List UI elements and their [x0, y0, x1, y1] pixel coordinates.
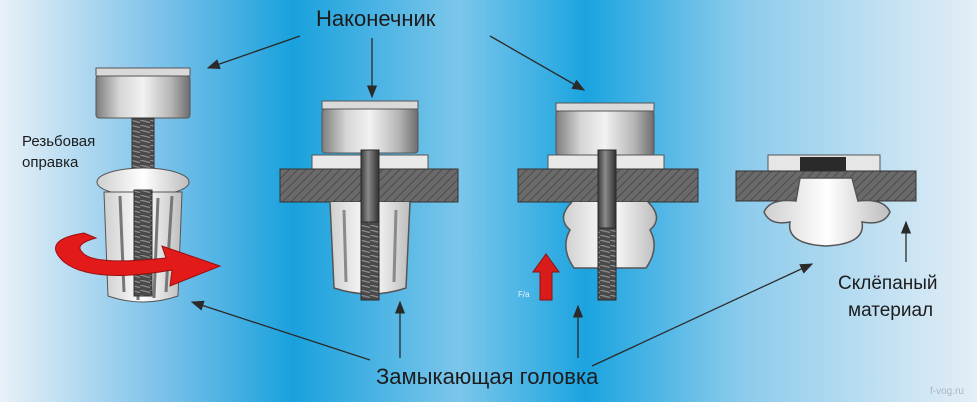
- force-arrow: [532, 253, 560, 301]
- mandrel-label-line2: оправка: [22, 154, 79, 171]
- figure-2-before-setting: [279, 100, 459, 301]
- locking-head-label: Замыкающая головка: [376, 364, 599, 389]
- arrow-head-1: [190, 300, 371, 361]
- riveted-material-label-line1: Склёпаный: [838, 273, 938, 294]
- mandrel-label-line1: Резьбовая: [22, 133, 96, 150]
- sleeve-slots-2: [342, 209, 398, 283]
- tip-cylinder: [95, 75, 191, 119]
- pointer-arrows: [190, 35, 912, 367]
- figure-3-setting: [517, 102, 699, 301]
- arrow-head-4: [591, 263, 814, 367]
- arrow-tip-3: [489, 35, 586, 91]
- tip-flange-3: [555, 102, 655, 112]
- tip-flange-2: [321, 100, 419, 110]
- mandrel-inside: [133, 189, 153, 297]
- tip-flange: [95, 67, 191, 77]
- rivet-hole-4: [800, 157, 846, 171]
- tip-cylinder-3: [555, 110, 655, 156]
- tip-cylinder-2: [321, 108, 419, 154]
- figure-1-mandrel-assembly: [55, 67, 222, 303]
- mandrel-3-thread: [597, 227, 617, 301]
- riveted-material-label-line2: материал: [848, 300, 934, 321]
- tip-label: Наконечник: [316, 6, 436, 31]
- figure-4-completed: [735, 154, 917, 247]
- watermark: f-vog.ru: [930, 386, 964, 397]
- rotation-arrow: [55, 232, 222, 287]
- locked-head-4: [763, 177, 891, 247]
- mandrel-2-thread: [360, 221, 380, 301]
- arrow-tip-1: [206, 35, 301, 70]
- force-label: F/a: [518, 290, 530, 299]
